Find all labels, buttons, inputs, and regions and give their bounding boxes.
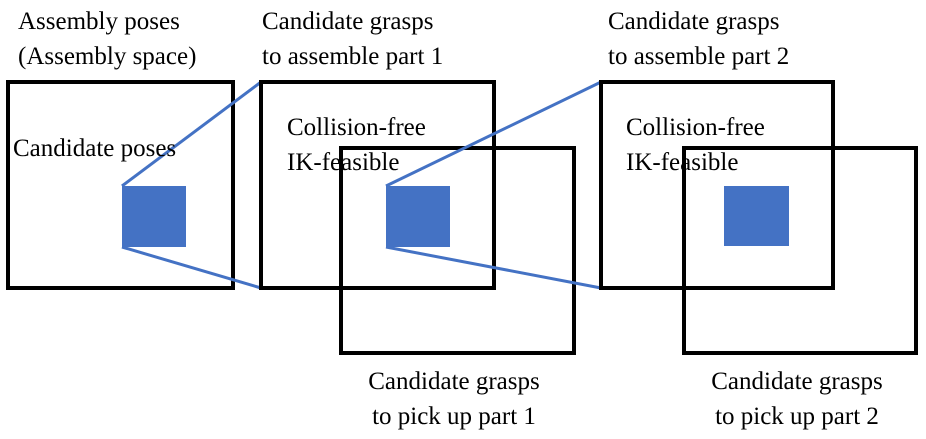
part2-filter-line1: Collision-free: [626, 114, 765, 141]
zoom-line-1-bottom: [121, 245, 262, 290]
part1-feasible-grasp-square: [386, 186, 450, 247]
zoom-line-1-top: [121, 80, 262, 188]
part2-filter-line2: IK-feasible: [626, 149, 739, 176]
part2-pickup-line2: to pick up part 2: [715, 403, 879, 430]
part2-pickup-line1: Candidate grasps: [711, 368, 883, 395]
part1-filter-line1: Collision-free: [287, 114, 426, 141]
assembly-title-line1: Assembly poses: [18, 8, 180, 35]
part1-assemble-line1: Candidate grasps: [262, 8, 434, 35]
part1-assemble-title: Candidate grasps to assemble part 1: [262, 4, 443, 74]
part2-assemble-line1: Candidate grasps: [608, 8, 780, 35]
part1-assemble-line2: to assemble part 1: [262, 43, 444, 70]
assembly-space-box: [6, 80, 235, 290]
part1-pickup-grasps-box: [339, 146, 576, 355]
assembly-title-line2: (Assembly space): [18, 43, 197, 70]
part2-assemble-grasps-box: [599, 80, 835, 290]
part1-filter-line2: IK-feasible: [287, 149, 400, 176]
part2-pickup-grasps-box: [682, 146, 918, 355]
assembly-title: Assembly poses (Assembly space): [18, 4, 196, 74]
part2-assemble-title: Candidate grasps to assemble part 2: [608, 4, 789, 74]
candidate-pose-square: [122, 186, 186, 247]
zoom-line-2-bottom: [385, 245, 602, 290]
part2-filter-label: Collision-free IK-feasible: [626, 110, 765, 180]
part1-pickup-title: Candidate grasps to pick up part 1: [343, 364, 565, 434]
part2-pickup-title: Candidate grasps to pick up part 2: [684, 364, 910, 434]
part2-assemble-line2: to assemble part 2: [608, 43, 790, 70]
part2-feasible-grasp-square: [724, 186, 789, 246]
part1-pickup-line2: to pick up part 1: [372, 403, 536, 430]
zoom-line-2-top: [385, 80, 602, 188]
part1-assemble-grasps-box: [259, 80, 496, 290]
part1-filter-label: Collision-free IK-feasible: [287, 110, 426, 180]
candidate-poses-label: Candidate poses: [13, 135, 177, 162]
part1-pickup-line1: Candidate grasps: [368, 368, 540, 395]
